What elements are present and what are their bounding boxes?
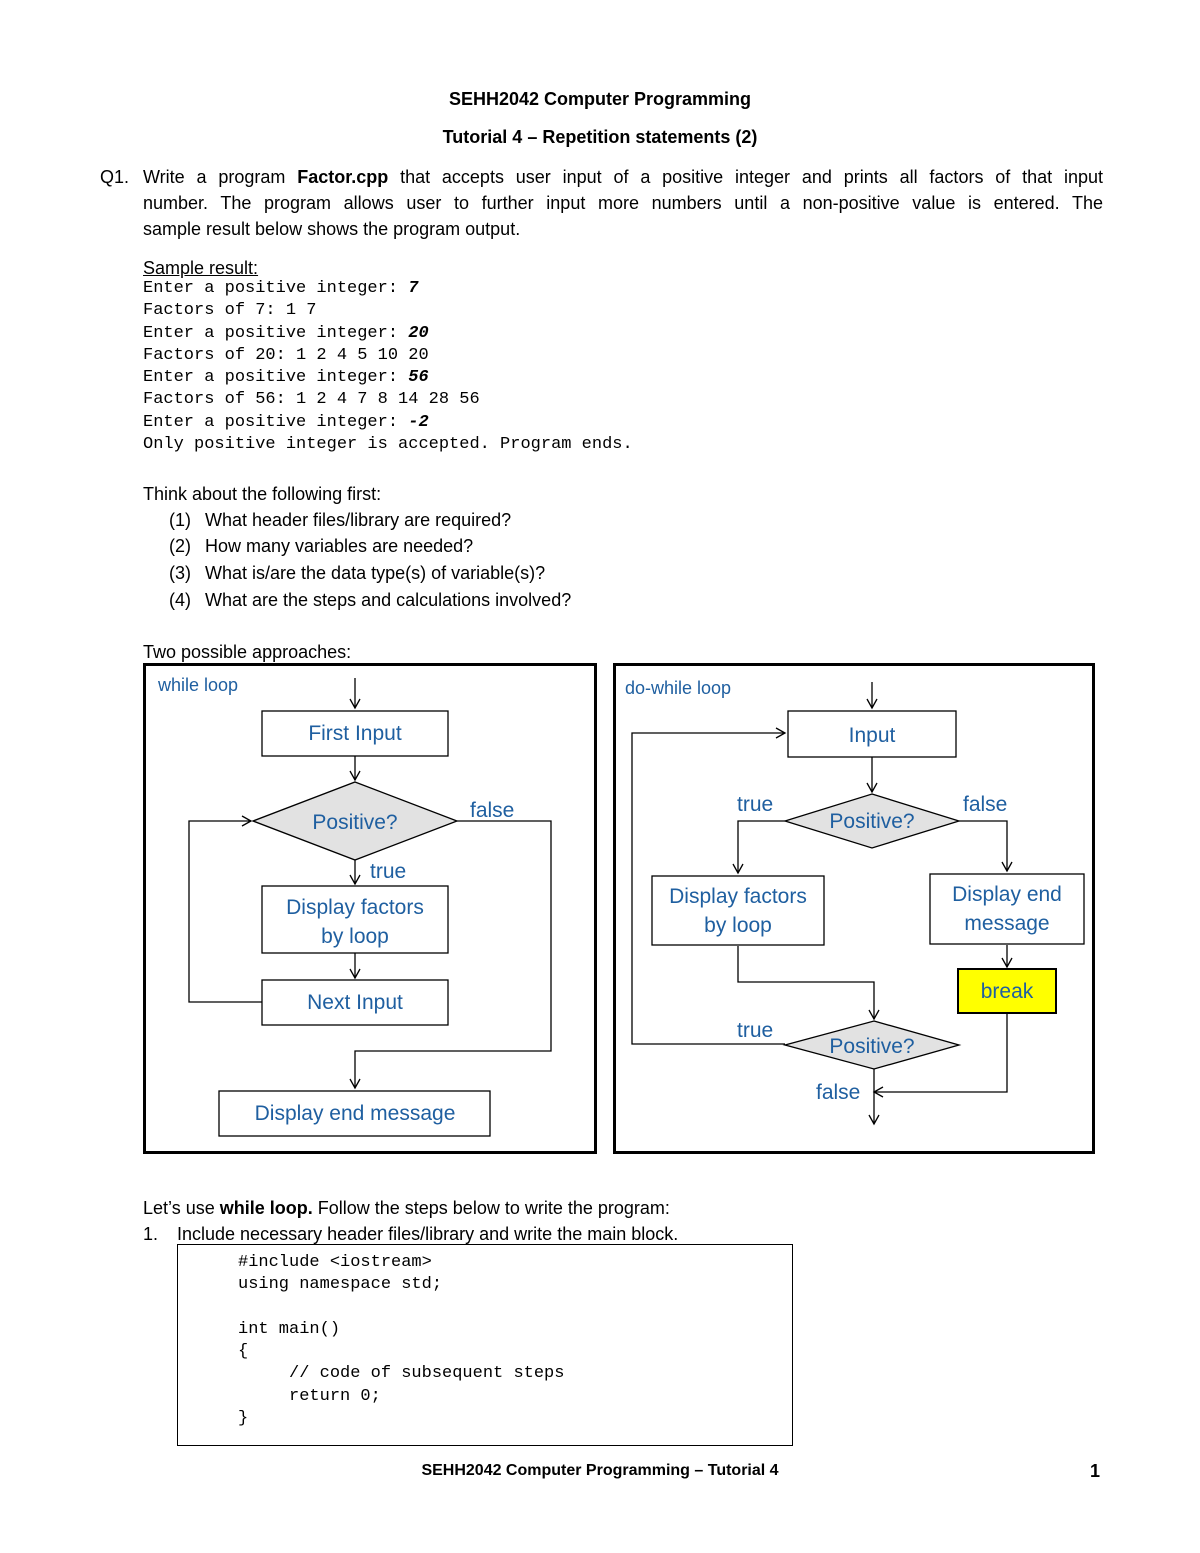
question-line-2: number. The program allows user to furth…: [143, 193, 1103, 213]
code-line: int main(): [238, 1319, 341, 1339]
approaches-heading: Two possible approaches:: [143, 642, 352, 662]
code-box: #include <iostream> using namespace std;…: [177, 1244, 793, 1446]
sample-line: Enter a positive integer: 56: [143, 368, 429, 388]
false-label-2: false: [816, 1081, 860, 1104]
code-line: }: [238, 1409, 249, 1429]
end-message-box: [218, 1090, 491, 1137]
decision-diamond: [251, 781, 459, 861]
arrow-true-1: [732, 820, 785, 875]
page-number: 1: [1090, 1461, 1101, 1481]
sample-line: Enter a positive integer: -2: [143, 412, 429, 432]
code-line: {: [238, 1342, 249, 1362]
end-message-line-2: message: [964, 912, 1049, 935]
step-1-number: 1.: [143, 1224, 159, 1244]
end-message-label: Display end message: [255, 1102, 456, 1125]
display-factors-box: [651, 875, 825, 946]
display-factors-line-2: by loop: [704, 914, 772, 937]
arrow-break-exit: [872, 1014, 1008, 1098]
decision-2-label: Positive?: [829, 1035, 914, 1058]
question-line-1: Write a program Factor.cpp that accepts …: [143, 167, 1103, 187]
first-input-label: First Input: [308, 722, 402, 745]
page-subtitle: Tutorial 4 – Repetition statements (2): [442, 127, 758, 147]
input-label: Input: [849, 724, 896, 747]
break-box: [957, 968, 1057, 1014]
sample-line: Only positive integer is accepted. Progr…: [143, 435, 633, 455]
true-label: true: [370, 860, 406, 883]
input-box: [787, 710, 957, 758]
next-input-box: [261, 979, 449, 1026]
page-title: SEHH2042 Computer Programming: [448, 89, 752, 109]
arrow-false-1: [959, 820, 1013, 873]
code-line: return 0;: [238, 1386, 381, 1406]
decision-label: Positive?: [312, 811, 397, 834]
sample-line: Factors of 7: 1 7: [143, 301, 317, 321]
arrow-to-decision-2: [737, 946, 880, 1021]
code-line: // code of subsequent steps: [238, 1364, 565, 1384]
do-while-loop-label: do-while loop: [625, 678, 731, 698]
think-item-3-num: (3): [169, 563, 191, 583]
sample-line: Factors of 20: 1 2 4 5 10 20: [143, 345, 429, 365]
think-item-1-num: (1): [169, 510, 191, 530]
decision-diamond-2: [782, 1020, 962, 1070]
arrow-false: [349, 820, 552, 1090]
while-loop-flowchart: while loop First Input Positive? false t…: [143, 663, 597, 1154]
footer-text: SEHH2042 Computer Programming – Tutorial…: [421, 1462, 779, 1479]
display-factors-line-2: by loop: [321, 925, 389, 948]
sample-line: Factors of 56: 1 2 4 7 8 14 28 56: [143, 390, 480, 410]
sample-line: Enter a positive integer: 7: [143, 279, 419, 298]
display-factors-box: [261, 885, 449, 954]
code-line: #include <iostream>: [238, 1253, 432, 1272]
step-1-text: Include necessary header files/library a…: [177, 1224, 679, 1244]
true-label-1: true: [737, 793, 773, 816]
next-input-label: Next Input: [307, 991, 403, 1014]
think-item-4: What are the steps and calculations invo…: [205, 590, 572, 610]
think-item-1: What header files/library are required?: [205, 510, 512, 530]
decision-diamond-1: [782, 793, 962, 849]
display-factors-line-1: Display factors: [669, 885, 807, 908]
question-line-3: sample result below shows the program ou…: [143, 219, 521, 239]
code-line: [238, 1297, 564, 1319]
true-label-2: true: [737, 1019, 773, 1042]
sample-line: Enter a positive integer: 20: [143, 323, 429, 343]
first-input-box: [261, 710, 449, 757]
display-factors-line-1: Display factors: [286, 896, 424, 919]
sample-heading: Sample result:: [143, 258, 259, 278]
while-loop-label: while loop: [157, 675, 238, 695]
think-item-2-num: (2): [169, 536, 191, 556]
question-number: Q1.: [100, 167, 130, 187]
end-message-box: [929, 873, 1085, 945]
false-label: false: [470, 799, 514, 822]
think-heading: Think about the following first:: [143, 484, 382, 504]
false-label-1: false: [963, 793, 1007, 816]
end-message-line-1: Display end: [952, 883, 1062, 906]
arrow-loop-back: [188, 815, 262, 1003]
steps-intro: Let’s use while loop. Follow the steps b…: [143, 1198, 670, 1218]
do-while-loop-diagram: do-while loop Input true false Positive?…: [625, 678, 1085, 1126]
sample-output: Enter a positive integer: 7 Factors of 7…: [143, 278, 633, 456]
code-line: using namespace std;: [238, 1275, 443, 1295]
think-item-2: How many variables are needed?: [205, 536, 474, 556]
arrow-loop-back: [631, 727, 787, 1045]
do-while-loop-flowchart: do-while loop Input true false Positive?…: [613, 663, 1095, 1154]
think-item-3: What is/are the data type(s) of variable…: [205, 563, 546, 583]
break-label: break: [981, 980, 1034, 1003]
while-loop-diagram: while loop First Input Positive? false t…: [157, 675, 552, 1137]
decision-1-label: Positive?: [829, 810, 914, 833]
think-item-4-num: (4): [169, 590, 191, 610]
program-name: Factor.cpp: [297, 167, 389, 187]
